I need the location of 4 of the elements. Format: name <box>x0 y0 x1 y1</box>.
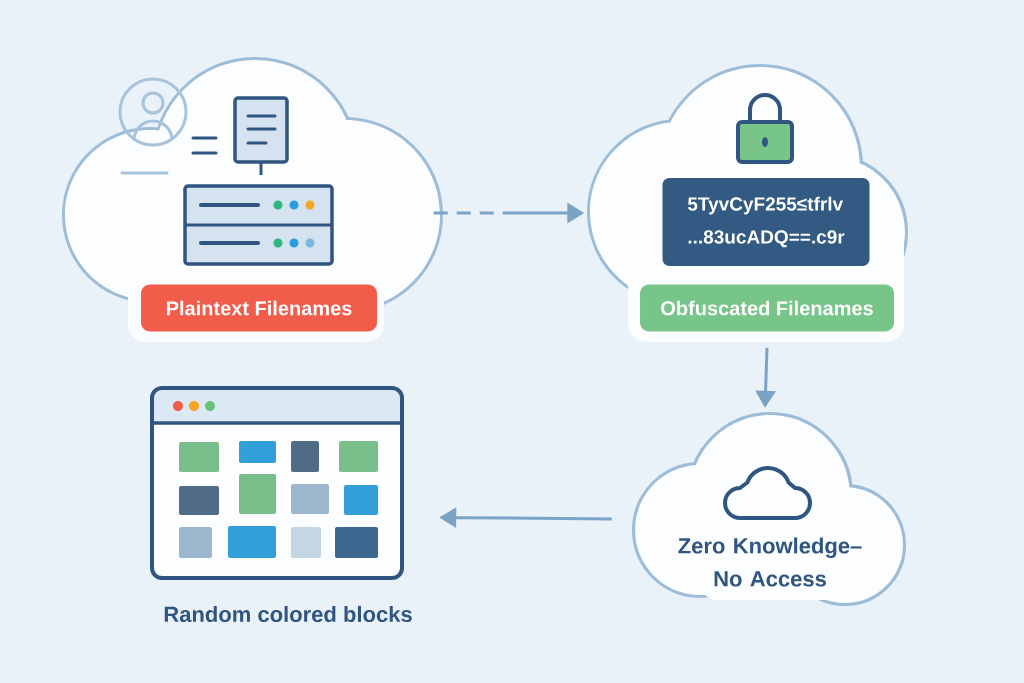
node-label: Random colored blocks <box>164 605 412 623</box>
label-badge: Plaintext Filenames <box>141 284 377 332</box>
label-badge: Obfuscated Filenames <box>640 284 894 332</box>
filename-box: 5TyvCyF255≤tfrlv ...83ucADQ==.c9r <box>662 178 870 266</box>
